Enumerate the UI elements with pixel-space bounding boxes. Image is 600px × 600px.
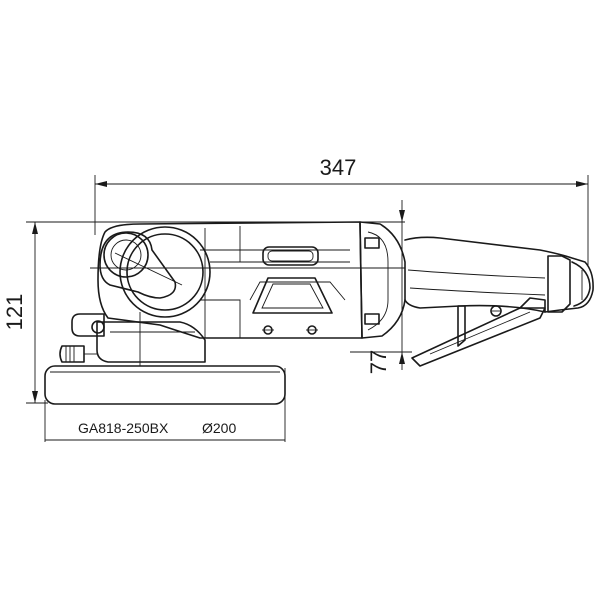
diameter-dimension: GA818-250BX Ø200 xyxy=(44,368,286,442)
exhaust-port xyxy=(99,226,211,318)
motor-body xyxy=(90,221,372,339)
side-handle xyxy=(59,313,105,363)
grinding-disc xyxy=(44,365,286,405)
spindle-housing xyxy=(96,312,206,366)
length-dimension-value: 347 xyxy=(320,155,357,180)
handle-collar xyxy=(359,221,406,339)
lower-height-dimension-value: 77 xyxy=(366,350,391,374)
handle xyxy=(404,236,594,313)
vent-window-upper xyxy=(262,246,319,266)
throttle-lever xyxy=(411,297,546,367)
lower-height-dimension: 77 xyxy=(350,200,412,374)
disc-diameter-value: Ø200 xyxy=(202,420,236,436)
height-dimension-value: 121 xyxy=(2,294,27,331)
vent-window-lower xyxy=(252,277,333,314)
model-label: GA818-250BX xyxy=(78,420,169,436)
body-screws xyxy=(262,325,318,335)
length-dimension: 347 xyxy=(94,155,589,265)
